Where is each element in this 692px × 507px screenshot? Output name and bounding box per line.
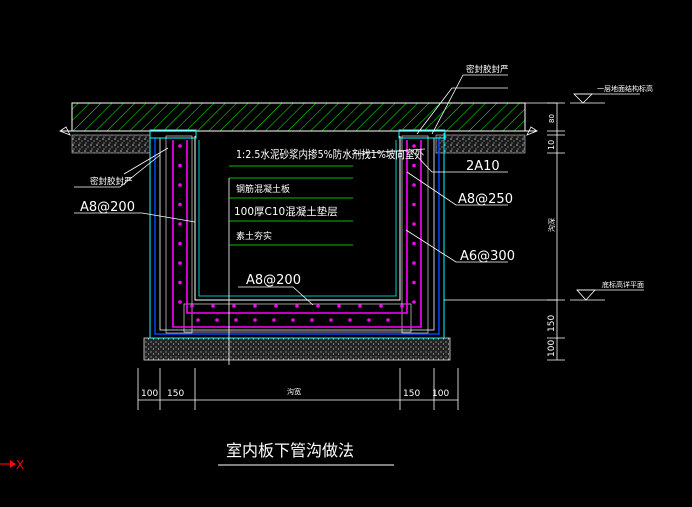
rebar-dot — [253, 318, 257, 322]
label-layer-1: 钢筋混凝土板 — [236, 183, 290, 195]
rebar-dot — [178, 261, 182, 265]
drawing-title: 室内板下管沟做法 — [226, 441, 354, 460]
rebar-dot — [412, 261, 416, 265]
dim-right-150: 150 — [547, 315, 557, 332]
rebar-dot — [190, 304, 194, 308]
rebar-dot — [178, 222, 182, 226]
rebar-dot — [215, 318, 219, 322]
label-layer-2: 100厚C10混凝土垫层 — [234, 205, 338, 218]
dim-bottom-150-left: 150 — [167, 389, 184, 399]
label-rebar-a8-200-left: A8@200 — [80, 200, 135, 215]
rebar-dot — [178, 280, 182, 285]
dim-right-100: 100 — [547, 340, 557, 357]
rebar-dot — [178, 144, 182, 148]
rebar-dot — [386, 318, 390, 322]
rebar-dot — [316, 304, 320, 308]
rebar-dot — [412, 300, 416, 304]
rebar-dot — [348, 318, 352, 322]
rebar-dot — [412, 163, 416, 168]
rebar-dots — [178, 144, 416, 322]
rebar-dot — [178, 202, 182, 207]
rebar-dot — [412, 144, 416, 148]
rebar-dot — [412, 280, 416, 285]
rebar-dot — [178, 241, 182, 246]
dim-right-top: 80 — [548, 114, 556, 123]
label-mortar-note: 1:2.5水泥砂浆内掺5%防水剂找1%坡向室外 — [236, 147, 424, 161]
rebar-dot — [358, 304, 362, 308]
level-mark-bottom — [570, 289, 644, 301]
rebar-dot — [274, 304, 278, 308]
label-rebar-2a10: 2A10 — [466, 159, 500, 174]
rebar-dot — [291, 318, 295, 322]
rebar-dot — [272, 318, 276, 322]
cushion-left — [71, 134, 151, 154]
leader-lines — [74, 74, 508, 306]
level-mark-top — [570, 93, 640, 104]
rebar-dot — [367, 318, 371, 322]
axis-label: X — [16, 458, 24, 472]
rebar-lines — [172, 140, 422, 328]
dim-right-10: 10 — [547, 140, 556, 150]
rebar-dot — [337, 304, 341, 308]
rebar-dot — [253, 304, 257, 308]
label-sealant-left: 密封胶封严 — [90, 176, 133, 187]
rebar-dot — [178, 183, 182, 187]
cushion-right — [435, 134, 526, 154]
label-layer-3: 素土夯实 — [236, 230, 272, 242]
rebar-dot — [234, 318, 238, 322]
dim-bottom-150-right: 150 — [403, 389, 420, 399]
rebar-dot — [400, 304, 404, 308]
rebar-dot — [310, 318, 314, 322]
rebar-dot — [412, 202, 416, 207]
rebar-dot — [412, 241, 416, 246]
x-axis-marker — [0, 460, 16, 468]
label-bottom-level: 底标高详平面 — [602, 280, 644, 289]
trench-walls — [149, 129, 446, 339]
rebar-dot — [178, 163, 182, 168]
rebar-dot — [232, 304, 236, 308]
label-rebar-a6-300: A6@300 — [460, 249, 515, 264]
rebar-dot — [412, 183, 416, 187]
floor-slab — [59, 102, 538, 136]
rebar-dot — [412, 222, 416, 226]
rebar-dot — [178, 300, 182, 304]
rebar-dot — [329, 318, 333, 322]
label-floor-level: 一层地面结构标高 — [597, 84, 653, 93]
rebar-dot — [295, 304, 299, 308]
rebar-dot — [379, 304, 383, 308]
dim-bottom-width: 沟宽 — [287, 387, 301, 396]
bottom-dimension-chain — [137, 368, 459, 410]
rebar-dot — [211, 304, 215, 308]
dim-right-depth: 沟深 — [547, 218, 556, 232]
right-dimension-chain — [444, 102, 565, 361]
layer-callouts — [229, 165, 353, 246]
base-layer — [143, 337, 451, 361]
dim-bottom-100-left: 100 — [141, 389, 158, 399]
label-rebar-a8-250: A8@250 — [458, 192, 513, 207]
label-rebar-a8-200-bottom: A8@200 — [246, 273, 301, 288]
rebar-dot — [196, 318, 200, 322]
label-sealant-top-right: 密封胶封严 — [466, 64, 509, 75]
dim-bottom-100-right: 100 — [432, 389, 449, 399]
